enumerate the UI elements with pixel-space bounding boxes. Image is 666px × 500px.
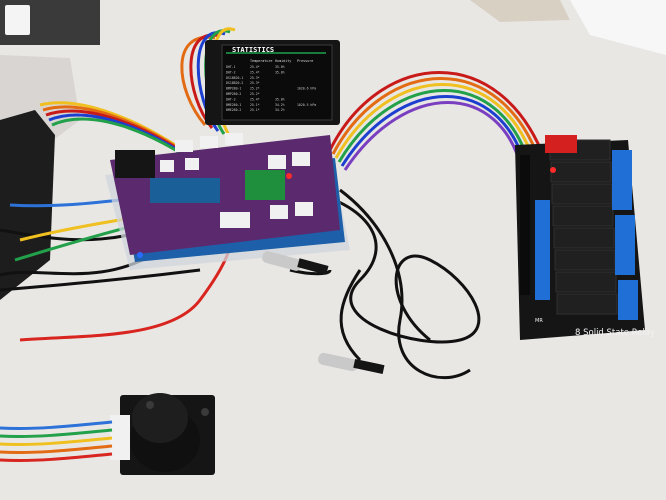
relay-red-top (545, 135, 577, 153)
tft-row-value: 34.2% (275, 103, 285, 107)
tft-headers: Temperature Humidity Pressure (250, 59, 313, 63)
temperature-probe-1 (262, 251, 329, 275)
tft-row-value: 25.1* (250, 103, 260, 107)
tft-table-rows: DHT-1 25.4* 35.0% DHT-2 25.4* 35.0% DS18B20-1 2… (226, 65, 316, 112)
tft-row-label: BMP280-1 (226, 87, 241, 91)
tft-row-label: DHT-3 (226, 97, 236, 101)
tft-row-value: 1020.5 hPa (297, 103, 316, 107)
tft-row-value: 1020.6 hPa (297, 87, 316, 91)
paper-corner (570, 0, 666, 55)
tft-header-humidity: Humidity (275, 59, 291, 63)
relay-board-label: 8 Solid State Relay (575, 328, 655, 338)
red-led-shield (286, 173, 292, 179)
tft-row-value: 25.4* (250, 70, 260, 74)
relay-board: 8 Solid State Relay MR (515, 135, 655, 340)
dc-jack (115, 150, 155, 178)
tft-row-value: 25.4* (250, 65, 260, 69)
tft-row-value: 35.0% (275, 70, 285, 74)
green-header (245, 170, 285, 200)
tft-header-pressure: Pressure (297, 59, 313, 63)
humidity-sensor (5, 5, 30, 35)
cardboard-corner (470, 0, 570, 22)
tft-row-label: BMP280-2 (226, 92, 241, 96)
tft-row-label: BME280-1 (226, 103, 241, 107)
relay-led (550, 167, 556, 173)
tft-title: STATISTICS (232, 46, 274, 54)
tft-row-value: 25.4* (250, 97, 260, 101)
usb-port (150, 178, 220, 203)
tft-header-temperature: Temperature (250, 59, 272, 63)
tft-row-value: 35.0% (275, 97, 285, 101)
tft-row-value: 35.0% (275, 65, 285, 69)
joystick-cable (0, 420, 113, 462)
tft-row-value: 25.3* (250, 81, 260, 85)
temperature-probe-2 (318, 352, 385, 375)
tft-row-value: 25.3* (250, 76, 260, 80)
blue-led-arduino (137, 252, 143, 258)
tft-row-value: 25.2* (250, 92, 260, 96)
relay-terminal-blocks (535, 150, 638, 320)
tft-row-value: 34.2% (275, 108, 285, 112)
jst-connectors (160, 133, 313, 228)
tft-row-label: DHT-1 (226, 65, 236, 69)
joystick-module (110, 393, 215, 475)
tft-display-module: STATISTICS Temperature Humidity Pressure… (205, 40, 340, 125)
relay-board-small-label: MR (535, 318, 543, 324)
tft-row-value: 25.2* (250, 87, 260, 91)
relay-modules (549, 139, 618, 315)
tft-row-label: BME280-2 (226, 108, 241, 112)
tft-row-label: DS18B20-1 (226, 76, 243, 80)
tft-row-label: DHT-2 (226, 70, 236, 74)
tft-row-value: 25.1* (250, 108, 260, 112)
tft-row-label: DS18B20-2 (226, 81, 243, 85)
relay-cable (328, 71, 547, 171)
